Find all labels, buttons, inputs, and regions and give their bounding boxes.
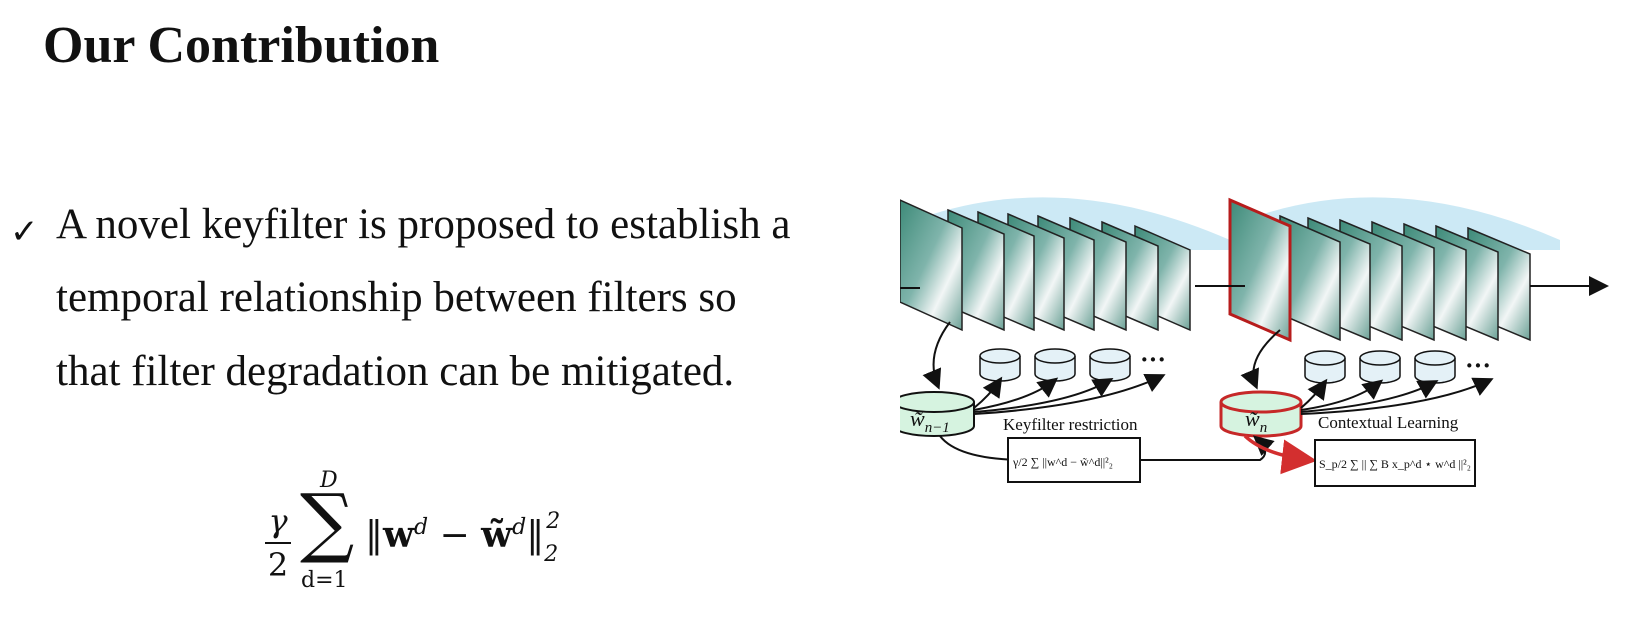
ellipsis-right: ··· bbox=[1465, 351, 1491, 380]
formula-frac-numerator: γ bbox=[268, 502, 288, 540]
bullet-line-3: that filter degradation can be mitigated… bbox=[56, 348, 735, 395]
keyfilter-node-left: w̃n−1 bbox=[900, 391, 975, 437]
formula-sum-lower: d=1 bbox=[301, 568, 348, 593]
arrow-contextual-learning bbox=[1243, 434, 1317, 475]
cylinder bbox=[1414, 350, 1456, 384]
keyfilter-formula: γ 2 D ∑ d=1 ‖wd − w̃d‖22 bbox=[265, 468, 595, 600]
box-contextual-formula bbox=[1314, 439, 1476, 487]
formula-sum-symbol: ∑ bbox=[300, 477, 355, 566]
ellipsis-left: ··· bbox=[1140, 345, 1166, 374]
cylinder bbox=[1359, 350, 1401, 384]
cylinder bbox=[1089, 348, 1131, 382]
formula-sum-upper: D bbox=[320, 468, 338, 493]
slide-title: Our Contribution bbox=[43, 17, 440, 74]
arrows-node-to-cylinders-right bbox=[1300, 377, 1494, 415]
frame-key-right bbox=[1228, 197, 1292, 343]
frame-key-left bbox=[900, 199, 963, 332]
frame-stack-left bbox=[900, 199, 1191, 332]
keyfilter-node-right: w̃n bbox=[1219, 390, 1303, 438]
keyfilter-node-left-label: w̃n−1 bbox=[910, 406, 950, 436]
label-contextual-learning: Contextual Learning bbox=[1318, 413, 1459, 432]
cylinder bbox=[1304, 350, 1346, 384]
arrow-frame-to-node-left bbox=[922, 321, 951, 390]
box-keyfilter-formula-text: γ/2 ∑ ||w^d − w̃^d||²₂ bbox=[1012, 455, 1113, 469]
arrows-node-to-cylinders-left bbox=[973, 373, 1166, 415]
frame-stack-right bbox=[1195, 197, 1609, 343]
formula-frac-denominator: 2 bbox=[267, 546, 289, 584]
cylinder bbox=[979, 348, 1021, 382]
keyfilter-node-right-label: w̃n bbox=[1245, 406, 1267, 436]
filter-cylinders-right: ··· bbox=[1304, 350, 1491, 384]
bullet-line-2: temporal relationship between filters so bbox=[56, 274, 737, 321]
box-keyfilter-formula bbox=[1007, 437, 1141, 483]
tracking-diagram: ··· ··· w̃n−1 w̃n bbox=[900, 197, 1609, 487]
filter-cylinders-left: ··· bbox=[979, 345, 1166, 382]
box-contextual-formula-text: S_p/2 ∑ || ∑ B x_p^d ⋆ w^d ||²₂ bbox=[1319, 457, 1471, 471]
checkmark-icon: ✓ bbox=[10, 212, 39, 252]
bullet-line-1: A novel keyfilter is proposed to establi… bbox=[56, 201, 791, 248]
arrow-frame-to-node-right bbox=[1240, 329, 1281, 390]
formula-norm: ‖wd − w̃d‖22 bbox=[365, 509, 561, 568]
formula-fraction: γ 2 bbox=[265, 502, 291, 584]
label-keyfilter-restriction: Keyfilter restriction bbox=[1003, 415, 1138, 434]
cylinder bbox=[1034, 348, 1076, 382]
